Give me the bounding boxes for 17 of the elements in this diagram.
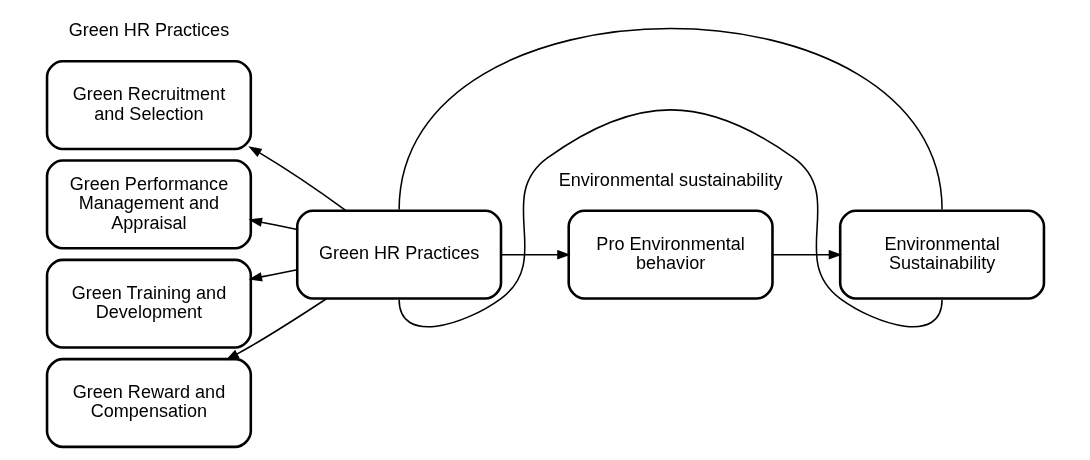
arrow [248,217,298,230]
arrow [500,249,571,259]
connector [397,27,943,210]
arrow [771,249,842,259]
arrow [247,145,347,211]
node-box: Green Recruitment and Selection [45,59,252,150]
node-box: Environmental Sustainability [838,209,1045,300]
node-box: Pro Environmental behavior [566,209,774,300]
arrow [248,268,298,281]
node-box: Green Reward and Compensation [45,357,252,448]
node-box: Green Performance Management and Appraisal [45,158,252,249]
label: Green HR Practices [68,19,229,40]
connector [397,108,943,327]
node-box: Green HR Practices [295,209,502,300]
node-box: Green Training and Development [45,258,252,349]
label: Environmental sustainability [558,169,782,190]
arrow [225,297,327,360]
